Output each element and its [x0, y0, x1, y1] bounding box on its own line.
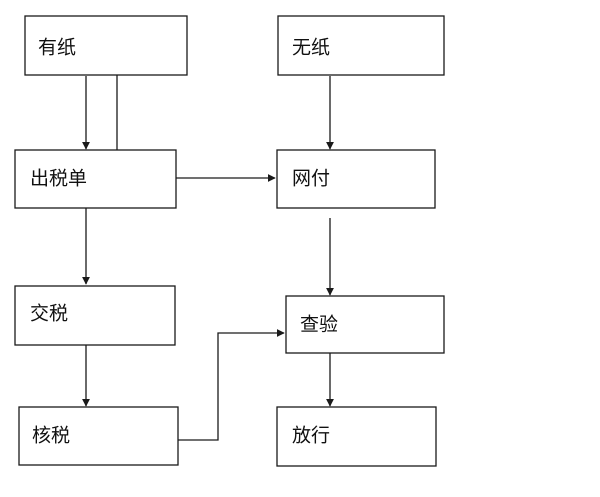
node-inspection-label: 查验: [300, 314, 338, 336]
node-paper-label: 有纸: [38, 37, 76, 59]
node-pay-tax-label: 交税: [30, 303, 68, 325]
node-pay-tax: 交税: [14, 285, 176, 346]
node-verify-tax-label: 核税: [32, 425, 70, 447]
node-online-pay: 网付: [276, 149, 436, 209]
edge-verify-tax-to-inspection: [178, 329, 285, 441]
node-online-pay-label: 网付: [292, 168, 330, 190]
node-paperless: 无纸: [277, 15, 445, 76]
node-release: 放行: [276, 406, 437, 467]
node-release-label: 放行: [292, 425, 330, 447]
node-tax-bill: 出税单: [14, 149, 177, 209]
node-verify-tax: 核税: [18, 406, 179, 466]
connectors: [82, 74, 334, 441]
node-inspection: 查验: [285, 295, 445, 354]
node-paper: 有纸: [24, 15, 188, 76]
node-paperless-label: 无纸: [292, 37, 330, 59]
node-tax-bill-label: 出税单: [30, 168, 87, 190]
